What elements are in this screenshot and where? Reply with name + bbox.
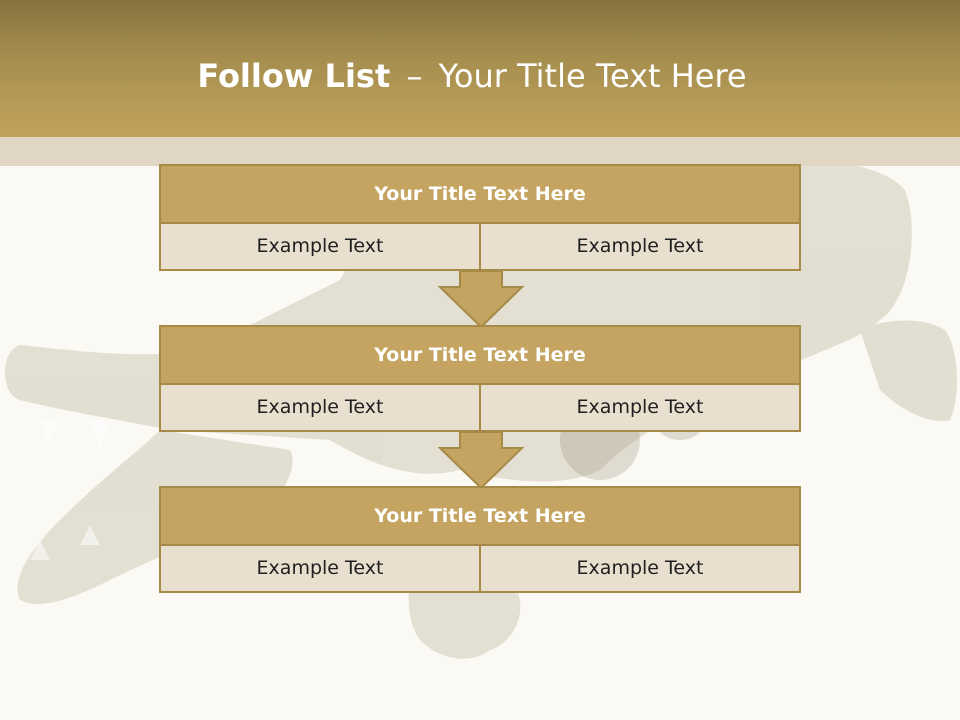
- step-card-2: Your Title Text Here Example Text Exampl…: [159, 325, 801, 432]
- step-title: Your Title Text Here: [161, 166, 799, 224]
- step-left-text: Example Text: [161, 385, 481, 430]
- step-right-text: Example Text: [576, 235, 704, 257]
- step-title: Your Title Text Here: [161, 327, 799, 385]
- down-arrow-icon: [438, 271, 524, 329]
- header-band: [0, 137, 960, 166]
- slide-title-bold: Follow List: [197, 57, 391, 95]
- slide-title: Follow List – Your Title Text Here: [0, 55, 944, 97]
- step-card-3: Your Title Text Here Example Text Exampl…: [159, 486, 801, 593]
- header-bar: [0, 0, 960, 137]
- step-title: Your Title Text Here: [161, 488, 799, 546]
- step-right-text: Example Text: [576, 557, 704, 579]
- step-card-1: Your Title Text Here Example Text Exampl…: [159, 164, 801, 271]
- down-arrow-icon: [438, 432, 524, 490]
- step-right-text: Example Text: [576, 396, 704, 418]
- step-left-text: Example Text: [161, 224, 481, 269]
- slide-title-separator: –: [406, 57, 423, 95]
- slide-title-rest: Your Title Text Here: [438, 57, 747, 95]
- step-left-text: Example Text: [161, 546, 481, 591]
